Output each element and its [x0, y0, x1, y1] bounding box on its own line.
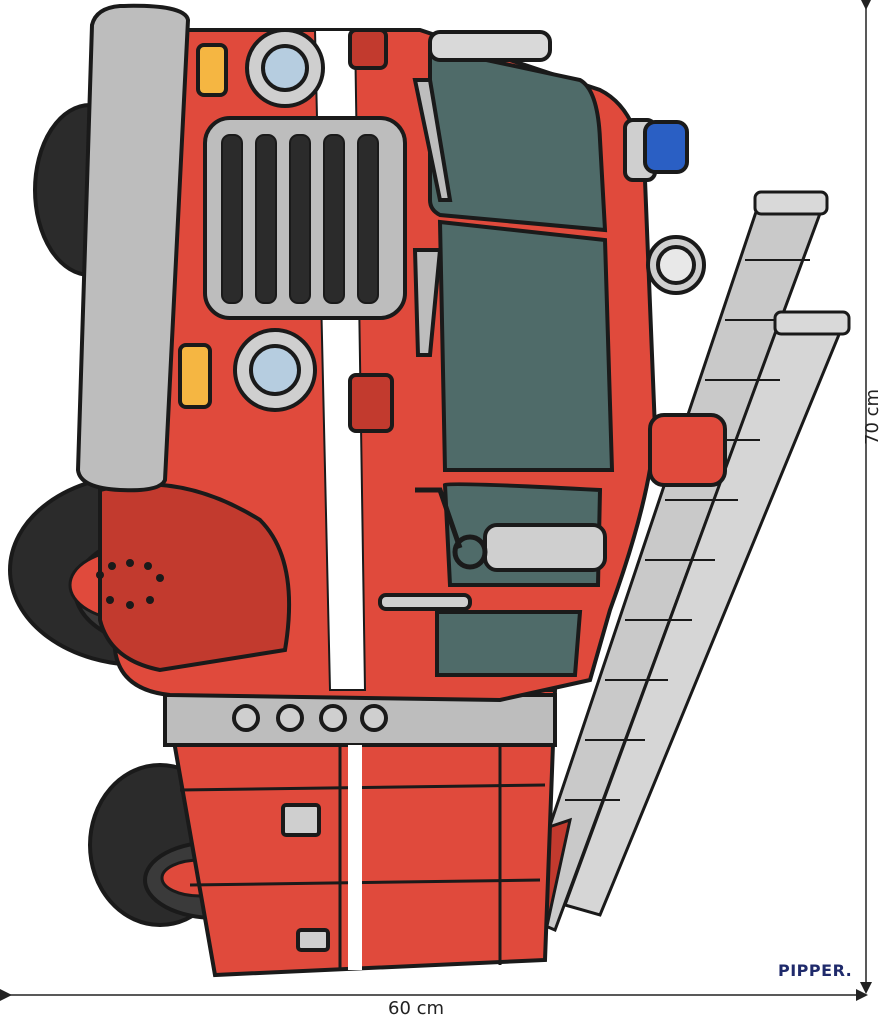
door-handle — [378, 593, 472, 611]
front-bumper — [75, 3, 191, 493]
side-mirror — [415, 487, 607, 572]
wipers — [412, 78, 453, 357]
rear-white-stripe — [348, 745, 362, 970]
brand-logo: PIPPER. — [778, 961, 853, 980]
cab-windows — [428, 45, 615, 677]
grille — [203, 116, 407, 320]
height-dimension-label: 70 cm — [862, 388, 883, 445]
width-dimension-label: 60 cm — [388, 998, 445, 1019]
headlights — [178, 28, 394, 433]
roof-beacon — [428, 30, 727, 487]
wheel-hub-lugs — [96, 559, 164, 609]
ladder — [513, 190, 851, 937]
